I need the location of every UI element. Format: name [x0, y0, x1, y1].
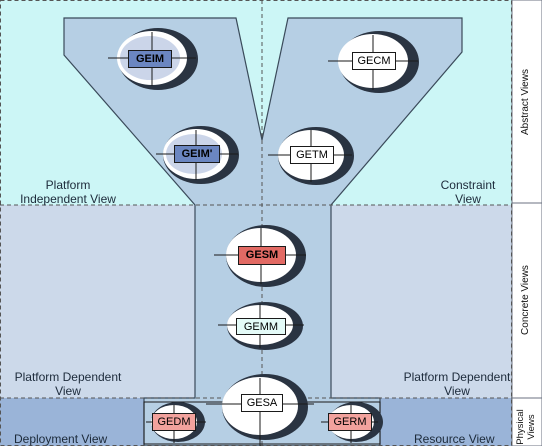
platform-independent-label: Platform Independent View	[20, 178, 116, 206]
germ-box: GERM	[328, 413, 372, 431]
constraint-label: Constraint View	[440, 178, 496, 206]
concrete-views-label: Concrete Views	[520, 265, 531, 335]
geim-box: GEIM	[128, 50, 172, 68]
resource-view-label: Resource View	[414, 432, 495, 446]
abstract-views-label: Abstract Views	[520, 69, 531, 135]
gedm-box: GEDM	[152, 413, 196, 431]
physical-views-label: Physical Views	[515, 409, 537, 445]
side-label-column	[511, 0, 542, 446]
platform-dependent-left-label: Platform Dependent View	[14, 370, 122, 398]
geim-prime-box: GEIM'	[174, 145, 220, 163]
gecm-box: GECM	[352, 52, 396, 70]
gesm-box: GESM	[238, 246, 286, 265]
gesa-box: GESA	[241, 394, 283, 412]
gemm-box: GEMM	[236, 318, 286, 335]
getm-box: GETM	[290, 146, 334, 164]
platform-dependent-right-label: Platform Dependent View	[403, 370, 511, 398]
deployment-view-label: Deployment View	[14, 432, 108, 446]
